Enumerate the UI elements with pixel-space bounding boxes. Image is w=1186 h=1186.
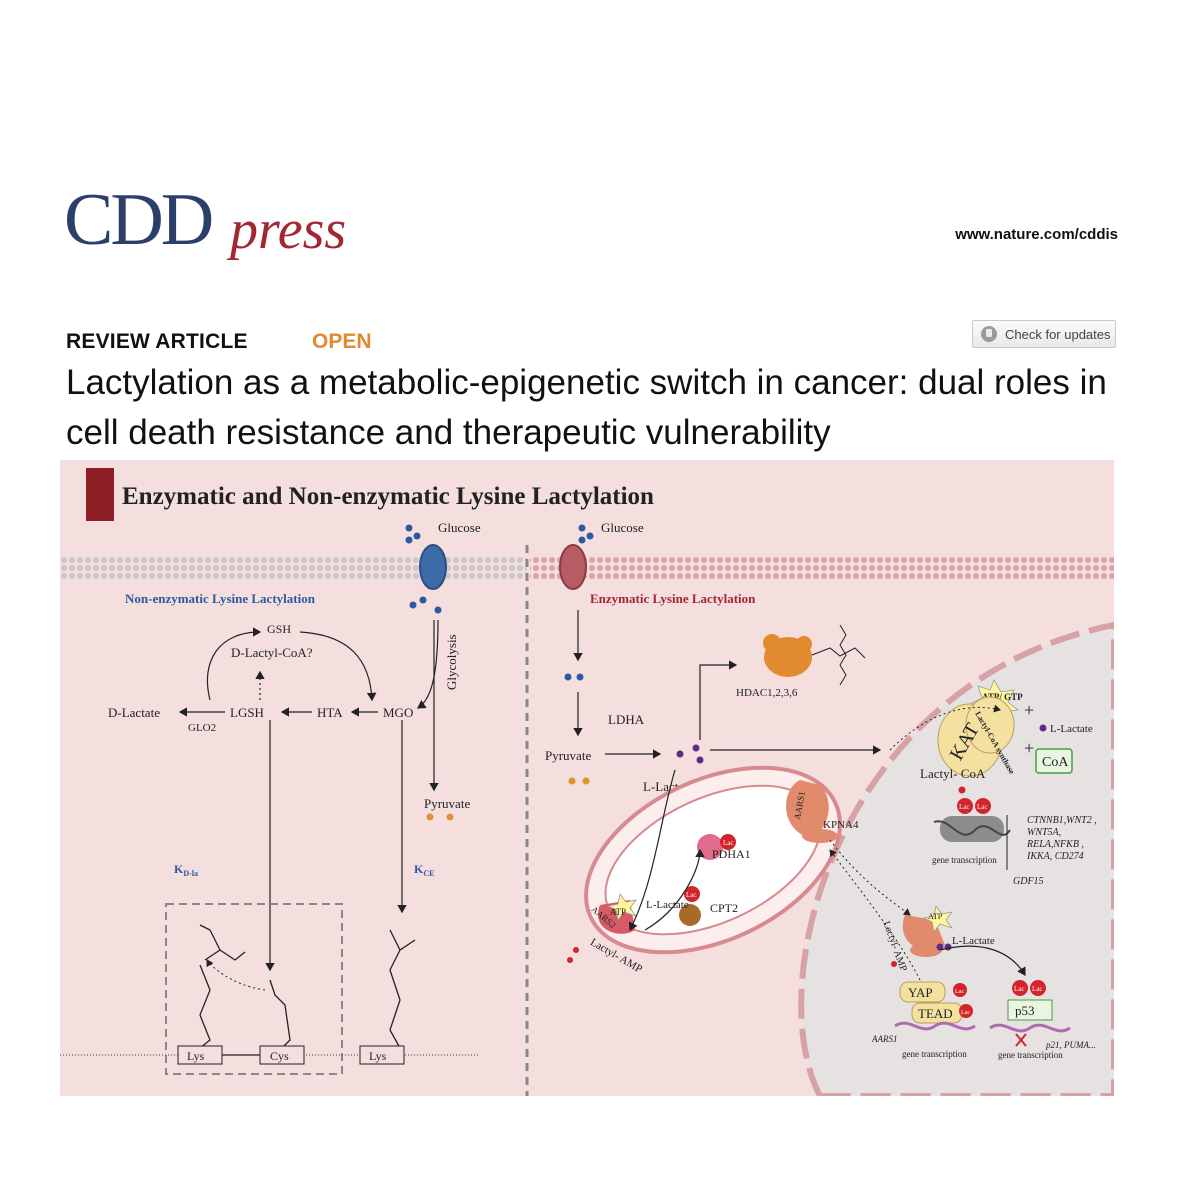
llactate-label-nucleus: L-Lactate [1050,723,1093,735]
gsh-label: GSH [267,622,291,636]
dlactylcoa-label: D-Lactyl-CoA? [231,645,313,660]
yap-box [899,981,946,1003]
plus-1: + [1024,700,1034,720]
check-for-updates-button[interactable]: Check for updates [972,320,1116,348]
atp-burst-icon-nucleus [922,905,954,933]
kdla-label: KD-la [174,862,198,878]
histone-lac-badge-2: Lac [977,803,988,811]
gene-transcription-3: gene transcription [998,1050,1063,1060]
gene-list-1: CTNNB1,WNT2 , [1027,815,1097,826]
logo-italic: press [230,199,347,261]
lys-label-2: Lys [369,1049,387,1063]
glucose-label-left: Glucose [438,520,481,535]
pdha1-label: PDHA1 [712,847,751,861]
aars1-gene-label: AARS1 [871,1034,898,1044]
p53-box [1007,999,1053,1021]
glycolysis-label: Glycolysis [444,634,459,690]
glucose-label-right: Glucose [601,520,644,535]
glucose-transporter-icon [419,544,447,590]
figure-heading: Enzymatic and Non-enzymatic Lysine Lacty… [122,483,654,510]
histone-icon [940,816,1004,842]
article-type: REVIEW ARTICLE [66,330,248,353]
glucose-transporter-right-icon [559,544,587,590]
block-x-icon [1015,1033,1027,1047]
p53-label: p53 [1015,1003,1035,1018]
gene-list-2: WNT5A, [1027,827,1061,838]
atp-burst-icon-mito [606,893,638,921]
p21-label: p21, PUMA... [1045,1040,1096,1050]
crossmark-icon [981,326,997,342]
lgsh-label: LGSH [230,705,264,720]
gene-list-4: IKKA, CD274 [1026,851,1084,862]
pyruvate-label-left: Pyruvate [424,796,470,811]
llactate-label-nucleus-2: L-Lactate [952,935,995,947]
hdac-label: HDAC1,2,3,6 [736,687,798,699]
figure-svg: Enzymatic and Non-enzymatic Lysine Lacty… [60,460,1117,1099]
histone-lac-badge-1: Lac [959,803,970,811]
atp-gtp-label: ATP/ GTP [982,692,1023,702]
kpna4-label: KPNA4 [823,819,859,831]
coa-label: CoA [1042,755,1069,770]
yap-lac-badge: Lac [955,989,964,995]
cys-label: Cys [270,1049,289,1063]
enzymatic-label: Enzymatic Lysine Lactylation [590,591,756,606]
article-title: Lactylation as a metabolic-epigenetic sw… [66,363,1107,452]
hta-label: HTA [317,705,343,720]
gene-list-3: RELA,NFKB , [1026,839,1084,850]
open-access-badge: OPEN [312,330,372,353]
glo2-label: GLO2 [188,722,216,734]
kce-label: KCE [414,862,434,878]
gene-transcription-2: gene transcription [902,1049,967,1059]
atp-label-mito: ATP [610,907,626,917]
coa-box [1035,748,1073,774]
gdf15-label: GDF15 [1013,876,1044,887]
aars1-enzyme-icon [786,780,829,838]
journal-url[interactable]: www.nature.com/cddis [955,226,1118,243]
logo-main: CDD [64,179,214,261]
reaction-box [165,903,343,1075]
dlactate-label: D-Lactate [108,705,160,720]
tead-label: TEAD [918,1006,953,1021]
p53-lac-badge-1: Lac [1014,985,1025,993]
lys-label-1: Lys [187,1049,205,1063]
yap-label: YAP [908,985,933,1000]
pyruvate-label-right: Pyruvate [545,748,591,763]
cpt2-enzyme-icon [679,904,701,926]
gene-transcription-1: gene transcription [932,855,997,865]
aars1-label: AARS1 [792,791,807,821]
p53-lac-badge-2: Lac [1032,985,1043,993]
plus-2: + [1024,738,1034,758]
llactate-label-mito: L-Lactate [646,899,689,911]
tead-lac-badge: Lac [961,1010,970,1016]
check-updates-label: Check for updates [1005,326,1111,342]
cpt2-lac-badge: Lac [686,891,697,899]
mgo-label: MGO [383,705,413,720]
cpt2-label: CPT2 [710,901,738,915]
graphical-abstract-figure: Enzymatic and Non-enzymatic Lysine Lacty… [60,460,1117,1099]
atp-label-nucleus: ATP [928,912,943,921]
nonenzymatic-label: Non-enzymatic Lysine Lactylation [125,591,316,606]
lactylcoa-label: Lactyl- CoA [920,766,986,781]
ldha-label: LDHA [608,712,645,727]
pdha1-lac-badge: Lac [723,839,734,847]
